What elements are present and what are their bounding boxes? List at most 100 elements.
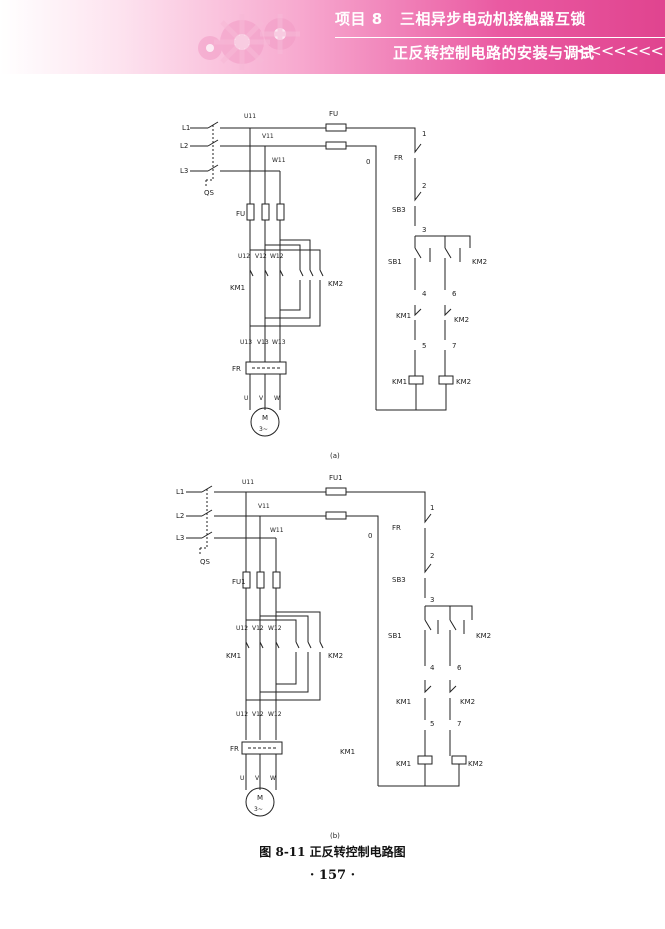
chevron-left-icon: <<<<<<<: [576, 41, 664, 60]
a-fr-box: [245, 361, 287, 375]
b-sb1: SB1: [388, 632, 402, 640]
b-node-0: 0: [368, 532, 372, 540]
b-node-7: 7: [457, 720, 461, 728]
diagram-a: L1 L2 L3 QS FU 0 U11 V11 W11 FU U12 V12 …: [180, 110, 487, 460]
project-label: 项目 8: [335, 10, 383, 28]
b-phase2-v: V12: [252, 625, 264, 632]
a-km1-aux: KM1: [396, 312, 411, 320]
b-qs-label: QS: [200, 558, 211, 566]
a-sublabel: (a): [330, 452, 340, 460]
a-fuse-fu2: [325, 141, 347, 150]
a-line-l3: L3: [180, 167, 188, 175]
a-node-3: 3: [422, 226, 426, 234]
a-phase3-u: U13: [240, 339, 252, 346]
b-km1-label: KM1: [226, 652, 241, 660]
b-node-3: 3: [430, 596, 434, 604]
a-fr-label: FR: [232, 365, 241, 373]
a-fu1-label: FU: [236, 210, 245, 218]
b-sublabel: (b): [330, 832, 340, 840]
b-phase2-w: W12: [268, 625, 282, 632]
b-km2-aux2: KM2: [460, 698, 475, 706]
b-phase3-w: W12: [268, 711, 282, 718]
diagram-b: L1 L2 L3 QS FU1 0 U11 V11 W11 FU1 U12 V1…: [176, 474, 491, 840]
a-coil1-label: KM1: [392, 378, 407, 386]
b-line-l2: L2: [176, 512, 184, 520]
b-coil-km2: [451, 755, 467, 765]
b-coil1-label: KM1: [396, 760, 411, 768]
a-node-5: 5: [422, 342, 426, 350]
b-phase-w: W11: [270, 527, 284, 534]
a-motor-m: M: [262, 414, 268, 422]
b-fr-label: FR: [230, 745, 239, 753]
b-node-1: 1: [430, 504, 434, 512]
b-phase3-v: V12: [252, 711, 264, 718]
a-fuse-fu: [325, 123, 347, 132]
a-km1-label: KM1: [230, 284, 245, 292]
a-motor-sub: 3~: [259, 426, 268, 433]
b-sb3: SB3: [392, 576, 406, 584]
b-motor-icon: [245, 787, 275, 817]
a-ctrl-fr: FR: [394, 154, 403, 162]
a-line-l2: L2: [180, 142, 188, 150]
b-motor-v: V: [255, 775, 260, 782]
a-node-4: 4: [422, 290, 427, 298]
a-motor-icon: [250, 407, 280, 437]
page-header: 项目 8 三相异步电动机接触器互锁 正反转控制电路的安装与调试 <<<<<<<: [0, 0, 665, 74]
a-km2-label: KM2: [328, 280, 343, 288]
gear-decoration-icon: [170, 4, 340, 70]
a-phase3-w: W13: [272, 339, 286, 346]
a-node-2: 2: [422, 182, 426, 190]
a-fuse-label: FU: [329, 110, 338, 118]
a-node-0: 0: [366, 158, 370, 166]
b-node-2: 2: [430, 552, 434, 560]
a-qs-label: QS: [204, 189, 215, 197]
figure-caption: 图 8-11 正反转控制电路图: [259, 845, 406, 859]
b-motor-m: M: [257, 794, 263, 802]
header-divider: [335, 37, 665, 38]
a-coil-km2: [438, 375, 454, 385]
a-coil-km1: [408, 375, 424, 385]
a-line-l1: L1: [182, 124, 190, 132]
a-motor-u: U: [244, 395, 248, 402]
a-motor-v: V: [259, 395, 264, 402]
header-title-line1: 项目 8 三相异步电动机接触器互锁: [335, 8, 586, 29]
b-km1-aux: KM1: [396, 698, 411, 706]
b-motor-u: U: [240, 775, 244, 782]
b-node-6: 6: [457, 664, 462, 672]
a-phase2-v: V12: [255, 253, 267, 260]
b-coil-km1: [417, 755, 433, 765]
b-phase-v: V11: [258, 503, 270, 510]
b-km2-label: KM2: [328, 652, 343, 660]
b-km2-aux: KM2: [476, 632, 491, 640]
header-title-line2: 正反转控制电路的安装与调试: [393, 44, 595, 62]
b-km-mid-label: KM1: [340, 748, 355, 756]
b-line-l1: L1: [176, 488, 184, 496]
a-motor-w: W: [274, 395, 280, 402]
a-node-7: 7: [452, 342, 456, 350]
a-sb3: SB3: [392, 206, 406, 214]
title-line1: 三相异步电动机接触器互锁: [399, 10, 586, 28]
a-phase-v: V11: [262, 133, 274, 140]
b-motor-sub: 3~: [254, 806, 263, 813]
b-node-5: 5: [430, 720, 434, 728]
page-number: · 157 ·: [309, 868, 356, 883]
b-motor-w: W: [270, 775, 276, 782]
a-km2-aux2: KM2: [454, 316, 469, 324]
b-coil2-label: KM2: [468, 760, 483, 768]
a-phase2-u: U12: [238, 253, 250, 260]
a-node-1: 1: [422, 130, 426, 138]
a-node-6: 6: [452, 290, 457, 298]
a-km2-aux: KM2: [472, 258, 487, 266]
b-phase3-u: U12: [236, 711, 248, 718]
b-fu1-label: FU1: [232, 578, 246, 586]
b-line-l3: L3: [176, 534, 184, 542]
a-phase-u: U11: [244, 113, 256, 120]
a-sb1: SB1: [388, 258, 402, 266]
circuit-diagrams: .w { stroke:#222; stroke-width:1; fill:n…: [176, 110, 491, 840]
a-phase-w: W11: [272, 157, 286, 164]
b-node-4: 4: [430, 664, 435, 672]
b-ctrl-fr: FR: [392, 524, 401, 532]
b-phase-u: U11: [242, 479, 254, 486]
a-phase2-w: W12: [270, 253, 284, 260]
b-phase2-u: U12: [236, 625, 248, 632]
